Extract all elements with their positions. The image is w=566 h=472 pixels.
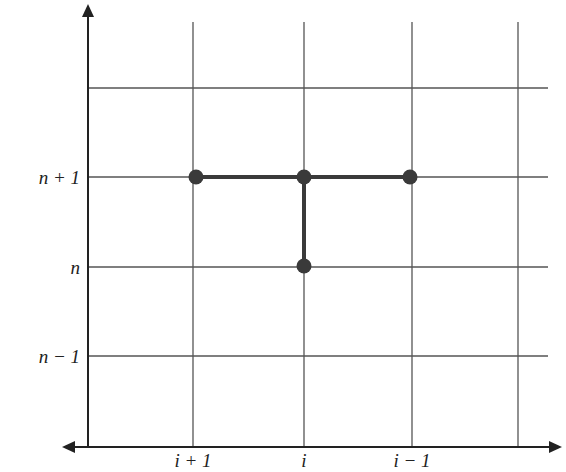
axes [62, 4, 562, 453]
grid-lines [88, 22, 548, 447]
time-level-label: n [71, 258, 81, 277]
time-level-label: n − 1 [39, 347, 80, 366]
time-level-label: n + 1 [39, 168, 80, 187]
space-index-label: i [301, 451, 306, 470]
stencil [189, 170, 418, 274]
space-index-label: i + 1 [174, 451, 211, 470]
space-index-label: i − 1 [393, 451, 430, 470]
